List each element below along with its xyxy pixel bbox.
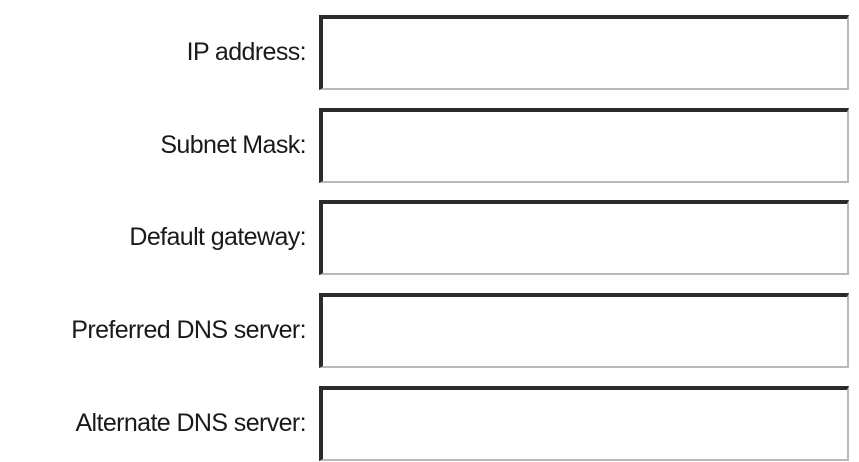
preferred-dns-label: Preferred DNS server: [71, 316, 306, 344]
default-gateway-input[interactable] [319, 200, 849, 275]
alternate-dns-input[interactable] [319, 386, 849, 461]
subnet-mask-label: Subnet Mask: [160, 131, 306, 159]
preferred-dns-row: Preferred DNS server: [0, 293, 859, 368]
subnet-mask-input[interactable] [319, 108, 849, 183]
preferred-dns-input[interactable] [319, 293, 849, 368]
subnet-mask-row: Subnet Mask: [0, 108, 859, 183]
alternate-dns-row: Alternate DNS server: [0, 386, 859, 461]
default-gateway-row: Default gateway: [0, 200, 859, 275]
alternate-dns-label: Alternate DNS server: [75, 409, 306, 437]
default-gateway-label: Default gateway: [129, 223, 306, 251]
ip-address-input[interactable] [319, 15, 849, 90]
ip-address-label: IP address: [186, 38, 307, 66]
ip-address-row: IP address: [0, 15, 859, 90]
